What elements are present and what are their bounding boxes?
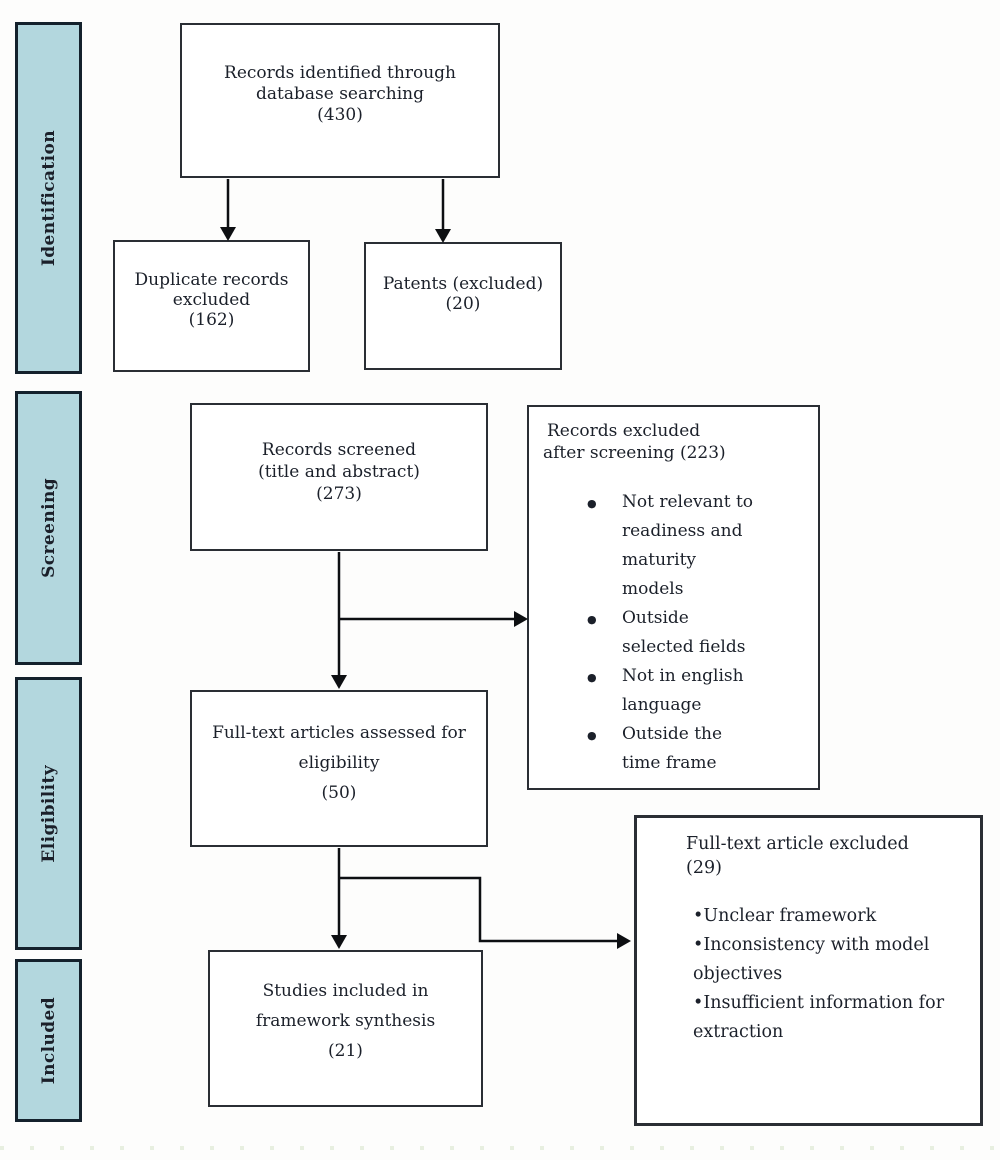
records-excluded-title-line-2: after screening (223) <box>543 443 726 463</box>
fulltext-assessed-line-1: Full-text articles assessed for <box>212 723 466 743</box>
fulltext-assessed-line-2: eligibility <box>298 753 380 773</box>
arrow-fulltext-to-excluded <box>339 876 631 949</box>
studies-included-line-2: framework synthesis <box>255 1011 436 1031</box>
list-item: Outside the time frame <box>587 720 808 778</box>
duplicate-records-line-3: (162) <box>188 310 235 330</box>
records-excluded-bullet-1: Not relevant to readiness and maturity m… <box>622 492 754 599</box>
scan-artifact-row <box>0 1146 1000 1150</box>
patents-excluded-line-2: (20) <box>445 294 481 314</box>
list-item: Not relevant to readiness and maturity m… <box>587 488 808 604</box>
arrow-identified-to-patents <box>435 179 451 243</box>
records-screened-line-3: (273) <box>316 484 362 504</box>
fulltext-excluded-title: Full-text article excluded (29) <box>686 834 909 878</box>
stage-included: Included <box>15 959 82 1122</box>
patents-excluded-box: Patents (excluded) (20) <box>364 242 562 370</box>
records-excluded-bullet-3: Not in english language <box>622 666 744 715</box>
arrow-fulltext-to-included <box>331 848 347 949</box>
records-excluded-bullet-list: Not relevant to readiness and maturity m… <box>543 488 808 778</box>
records-identified-box: Records identified through database sear… <box>180 23 500 178</box>
patents-excluded-line-1: Patents (excluded) <box>382 274 544 294</box>
fulltext-excluded-bullet-2: Inconsistency with model objectives <box>693 931 950 989</box>
records-excluded-bullet-4: Outside the time frame <box>622 724 723 773</box>
fulltext-excluded-bullet-list: Unclear framework Inconsistency with mod… <box>693 902 950 1047</box>
records-screened-line-1: Records screened <box>261 440 417 460</box>
fulltext-excluded-box: Full-text article excluded (29) Unclear … <box>634 815 983 1126</box>
fulltext-assessed-box: Full-text articles assessed for eligibil… <box>190 690 488 847</box>
stage-eligibility: Eligibility <box>15 677 82 950</box>
arrow-screened-to-excluded <box>339 611 528 627</box>
duplicate-records-line-2: excluded <box>172 290 251 310</box>
list-item: Outside selected fields <box>587 604 808 662</box>
stage-identification: Identification <box>15 22 82 374</box>
records-identified-line-3: (430) <box>317 105 363 125</box>
duplicate-records-line-1: Duplicate records <box>134 270 289 290</box>
fulltext-excluded-bullet-1: Unclear framework <box>693 902 950 931</box>
duplicate-records-box: Duplicate records excluded (162) <box>113 240 310 372</box>
records-identified-line-1: Records identified through <box>224 63 456 83</box>
fulltext-assessed-line-3: (50) <box>321 783 357 803</box>
studies-included-box: Studies included in framework synthesis … <box>208 950 483 1107</box>
records-excluded-title: Records excluded after screening (223) <box>543 420 808 464</box>
fulltext-excluded-bullet-3: Insufficient information for extraction <box>693 989 950 1047</box>
records-excluded-box: Records excluded after screening (223) N… <box>527 405 820 790</box>
studies-included-line-3: (21) <box>328 1041 363 1061</box>
arrow-screened-to-fulltext <box>331 552 347 689</box>
stage-screening: Screening <box>15 391 82 665</box>
records-excluded-bullet-2: Outside selected fields <box>622 608 746 657</box>
studies-included-line-1: Studies included in <box>262 981 429 1001</box>
records-excluded-title-line-1: Records excluded <box>547 421 701 441</box>
records-identified-line-2: database searching <box>256 84 424 104</box>
list-item: Not in english language <box>587 662 808 720</box>
records-screened-line-2: (title and abstract) <box>258 462 420 482</box>
arrow-identified-to-duplicates <box>220 179 236 241</box>
records-screened-box: Records screened (title and abstract) (2… <box>190 403 488 551</box>
